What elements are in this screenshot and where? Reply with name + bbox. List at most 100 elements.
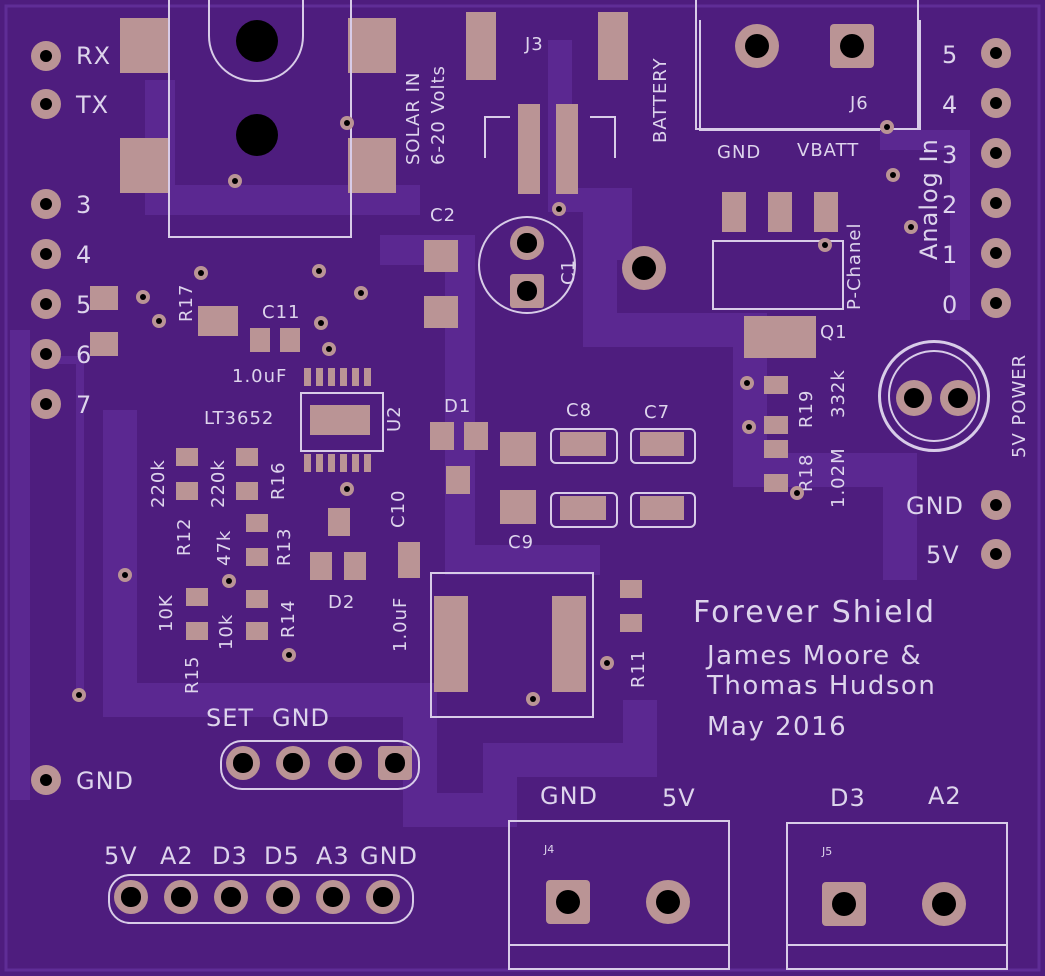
via [152, 314, 166, 328]
set-gnd-label: GND [272, 704, 331, 732]
bottom-header-outline [108, 874, 414, 924]
j6-gnd-terminal[interactable] [735, 24, 779, 68]
solar-hole-1 [236, 20, 278, 62]
via [904, 220, 918, 234]
bottom-label-d5: D5 [264, 842, 300, 870]
j5-d3-terminal[interactable] [822, 882, 866, 926]
c9-label: C9 [508, 532, 535, 553]
c10-pad-2 [398, 560, 420, 578]
via [222, 574, 236, 588]
j4-gnd-terminal[interactable] [546, 880, 590, 924]
d2-pad-3 [344, 552, 366, 580]
j6-outline [695, 0, 919, 130]
digital-pin-7[interactable] [31, 389, 61, 419]
analog-pin-1[interactable] [981, 238, 1011, 268]
analog-label-1: 1 [942, 241, 959, 269]
c7-lower-pad [640, 496, 684, 520]
analog-pin-3[interactable] [981, 138, 1011, 168]
j3-pad-4 [556, 104, 578, 194]
bottom-label-gnd: GND [360, 842, 419, 870]
bottom-header-pin-a2[interactable] [164, 880, 198, 914]
r16-pad-1 [236, 448, 258, 466]
analog-pin-0[interactable] [981, 288, 1011, 318]
bottom-header-pin-5v[interactable] [114, 880, 148, 914]
j6-vbatt-label: VBATT [797, 140, 860, 161]
gnd-right-pin[interactable] [981, 490, 1011, 520]
bottom-header-pin-d3[interactable] [214, 880, 248, 914]
via [886, 168, 900, 182]
j5-outline [786, 822, 1008, 970]
c11-label: C11 [262, 302, 301, 323]
r13-pad-1 [246, 514, 268, 532]
set-header-pin-1[interactable] [226, 746, 260, 780]
rx-label: RX [76, 42, 112, 70]
via [312, 264, 326, 278]
r15-label: R15 [182, 655, 203, 694]
j4-5v-terminal[interactable] [646, 880, 690, 924]
set-header-pin-2[interactable] [276, 746, 310, 780]
solar-jack-outline [208, 0, 304, 82]
j6-vbatt-terminal[interactable] [830, 24, 874, 68]
via [742, 420, 756, 434]
c11-pad-2 [280, 328, 300, 352]
set-header-pin-4[interactable] [378, 746, 412, 780]
j3-outline-right [590, 116, 616, 158]
q1-pad-1 [722, 192, 746, 232]
c8-side-pad [500, 432, 536, 466]
c8-pad [560, 432, 606, 456]
via [526, 692, 540, 706]
pchanel-label: P-Chanel [844, 222, 865, 310]
r14-value: 10k [216, 613, 237, 650]
5v-power-outline [878, 340, 990, 452]
c10-label: C10 [388, 489, 409, 528]
set-header-outline [220, 740, 420, 790]
digital-label-3: 3 [76, 191, 93, 219]
c11-pad-1 [250, 328, 270, 352]
q1-tab [744, 316, 816, 358]
bottom-label-5v: 5V [104, 842, 138, 870]
c8-lower-outline [550, 492, 618, 528]
r15-value: 10K [156, 594, 177, 632]
analog-pin-2[interactable] [981, 188, 1011, 218]
rx-pin[interactable] [31, 41, 61, 71]
solar-voltage-label: 6-20 Volts [428, 65, 449, 165]
c2-pad-1 [424, 240, 458, 272]
mounting-hole [622, 246, 666, 290]
c10-value: 1.0uF [390, 596, 411, 652]
digital-pin-3[interactable] [31, 189, 61, 219]
analog-pin-4[interactable] [981, 88, 1011, 118]
digital-pin-6[interactable] [31, 339, 61, 369]
bottom-header-pin-gnd[interactable] [366, 880, 400, 914]
r12-label: R12 [174, 517, 195, 556]
5v-power-pin-1[interactable] [896, 380, 932, 416]
j3-pad-1 [466, 12, 496, 80]
tx-pin[interactable] [31, 89, 61, 119]
j3-outline-left [484, 116, 510, 158]
authors-line-2: Thomas Hudson [707, 671, 937, 701]
r16-pad-2 [236, 482, 258, 500]
d2-pad-2 [310, 552, 332, 580]
analog-in-title: Analog In [915, 138, 943, 260]
r16-value: 220k [208, 459, 229, 508]
digital-pin-4[interactable] [31, 239, 61, 269]
bottom-header-pin-d5[interactable] [266, 880, 300, 914]
5v-right-pin[interactable] [981, 539, 1011, 569]
via [72, 688, 86, 702]
c7-label: C7 [644, 402, 671, 423]
j5-a2-terminal[interactable] [922, 882, 966, 926]
via [194, 266, 208, 280]
gnd-left-pin[interactable] [31, 765, 61, 795]
set-header-pin-3[interactable] [328, 746, 362, 780]
analog-pin-5[interactable] [981, 38, 1011, 68]
via [282, 648, 296, 662]
d1-pad-3 [446, 466, 470, 494]
digital-pin-5[interactable] [31, 289, 61, 319]
analog-label-4: 4 [942, 91, 959, 119]
j4-label: J4 [544, 843, 555, 856]
bottom-header-pin-a3[interactable] [316, 880, 350, 914]
5v-power-pin-2[interactable] [940, 380, 976, 416]
u2-part-label: LT3652 [204, 408, 275, 429]
j3-label: J3 [525, 34, 544, 55]
j3-pad-2 [598, 12, 628, 80]
